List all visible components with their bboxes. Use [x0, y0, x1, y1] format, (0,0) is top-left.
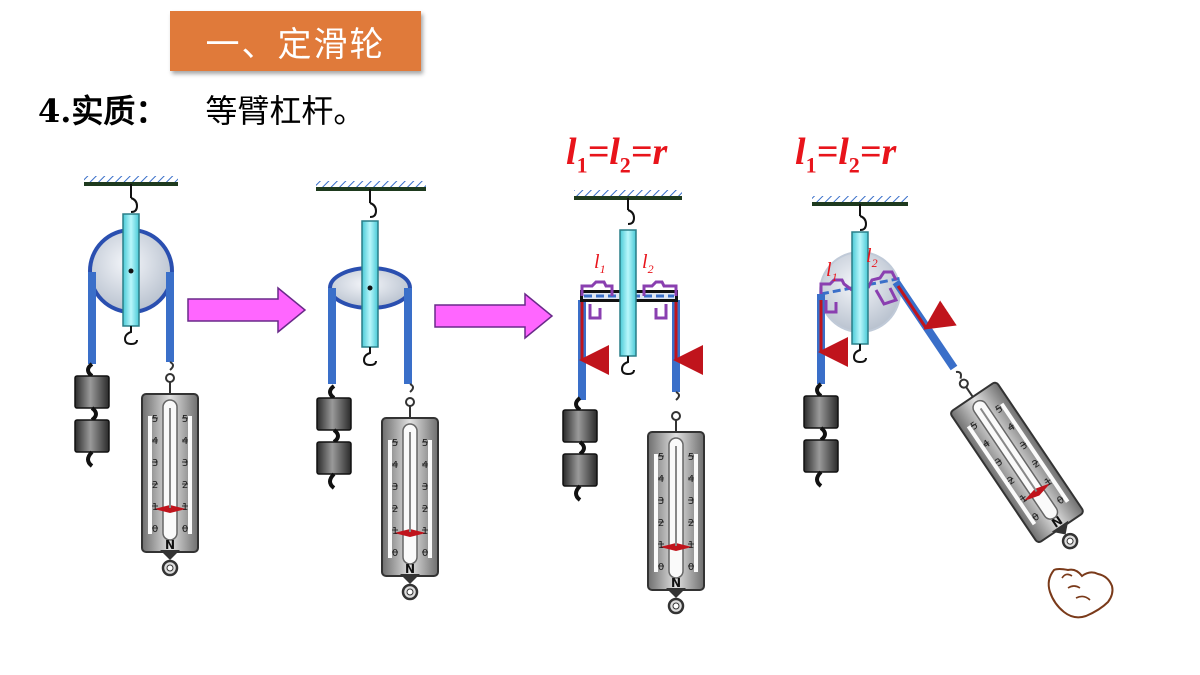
arm-l1: [819, 278, 853, 294]
spring-scale: [646, 410, 706, 615]
weights: [73, 362, 111, 468]
item-text: 等臂杠杆。: [205, 92, 366, 130]
arm-label-l1: l1: [594, 251, 606, 276]
arm-l1: [580, 280, 614, 296]
arm-label-l2: l2: [642, 251, 654, 276]
spring-scale: [937, 363, 1099, 564]
spring-scale: [380, 396, 440, 601]
formula-right: l1=l2=r: [795, 131, 897, 178]
weights: [561, 396, 599, 502]
formula-left: l1=l2=r: [566, 131, 668, 178]
ceiling-2: [316, 181, 426, 187]
hand-icon: [1047, 568, 1114, 619]
arm-l2: [866, 270, 898, 289]
figure-4: l1 l2: [802, 196, 1114, 619]
arm-label-l2: l2: [866, 245, 878, 270]
figure-2: [315, 181, 440, 601]
item-label: 实质：: [71, 92, 168, 130]
arm-label-l1: l1: [826, 259, 838, 284]
right-arrow-2: [434, 292, 554, 340]
spring-scale: [140, 372, 200, 577]
section-title: 一、定滑轮: [170, 11, 421, 71]
item-number: 4.: [38, 92, 72, 130]
ceiling-1: [84, 176, 178, 182]
weights: [315, 384, 353, 490]
force-arrow-right: [896, 285, 957, 330]
figure-1: [73, 176, 200, 577]
axle: [619, 229, 637, 357]
ceiling-3: [574, 190, 682, 196]
arm-l2: [642, 280, 678, 296]
ceiling-4: [812, 196, 908, 202]
figure-3: l1 l2: [561, 190, 706, 615]
item-heading: 4.实质： 等臂杠杆。: [38, 86, 365, 132]
axle: [361, 220, 379, 348]
weights: [802, 382, 840, 488]
right-arrow-1: [187, 286, 307, 334]
